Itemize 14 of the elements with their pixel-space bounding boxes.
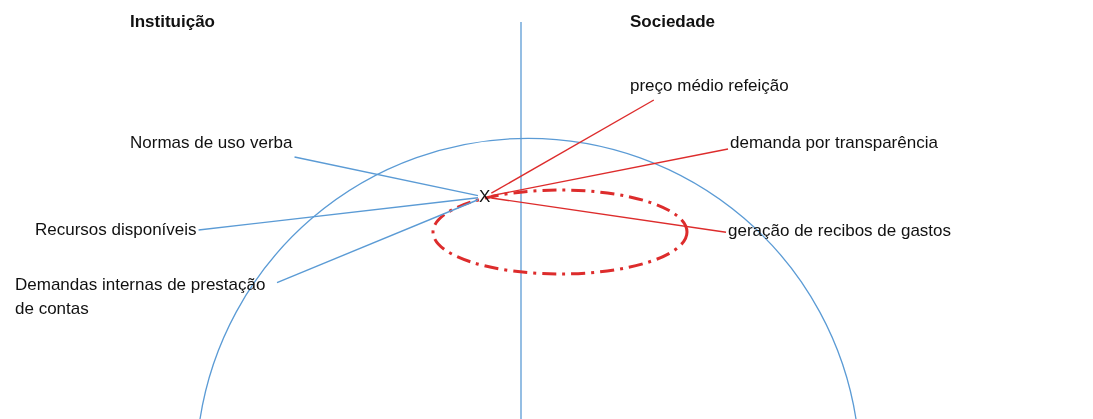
text-label: Demandas internas de prestação de contas bbox=[15, 273, 275, 321]
x-mark: X bbox=[479, 185, 491, 209]
heading: Instituição bbox=[130, 11, 215, 33]
connector-line bbox=[490, 197, 727, 233]
connector-line bbox=[197, 197, 479, 231]
text-label: preço médio refeição bbox=[630, 74, 789, 98]
text-label: demanda por transparência bbox=[730, 131, 938, 155]
connector-line bbox=[490, 99, 655, 194]
heading: Sociedade bbox=[630, 11, 716, 33]
connector-line bbox=[293, 156, 479, 197]
text-label: Normas de uso verba bbox=[130, 131, 293, 155]
text-label: Recursos disponíveis bbox=[35, 218, 197, 242]
connector-line bbox=[276, 199, 479, 284]
connector-line bbox=[490, 148, 729, 197]
